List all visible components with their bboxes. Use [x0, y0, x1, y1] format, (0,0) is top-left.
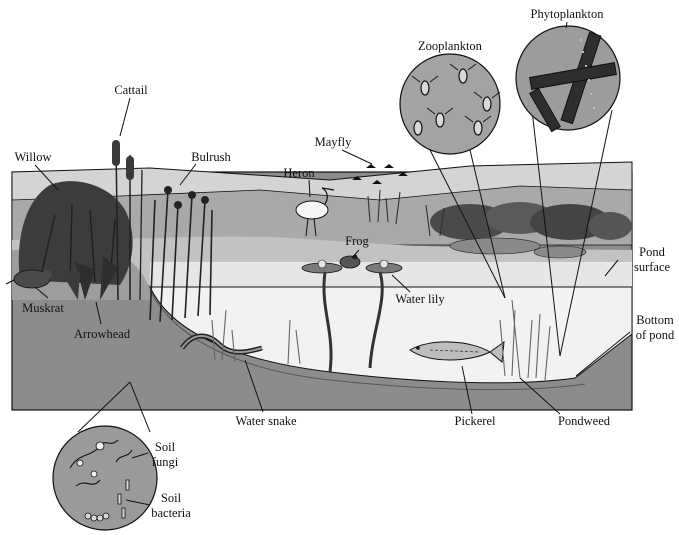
label-bulrush: Bulrush	[191, 150, 231, 164]
label-pondweed: Pondweed	[558, 414, 611, 428]
label-soil-fungi-line1: Soil	[155, 440, 176, 454]
label-bottom-of-pond-line1: Bottom	[636, 313, 674, 327]
label-water-snake: Water snake	[235, 414, 297, 428]
label-pond-surface-line1: Pond	[639, 245, 665, 259]
label-heron: Heron	[283, 166, 315, 180]
label-frog: Frog	[345, 234, 369, 248]
label-soil-bacteria-line2: bacteria	[151, 506, 191, 520]
label-phytoplankton: Phytoplankton	[531, 7, 605, 21]
label-pond-surface-line2: surface	[634, 260, 671, 274]
label-mayfly: Mayfly	[315, 135, 353, 149]
label-soil-fungi-line2: fungi	[152, 455, 179, 469]
label-pickerel: Pickerel	[455, 414, 496, 428]
label-cattail: Cattail	[114, 83, 148, 97]
label-muskrat: Muskrat	[22, 301, 64, 315]
label-zooplankton: Zooplankton	[418, 39, 483, 53]
label-arrowhead: Arrowhead	[74, 327, 131, 341]
label-water-lily: Water lily	[395, 292, 445, 306]
label-soil-bacteria-line1: Soil	[161, 491, 182, 505]
label-willow: Willow	[15, 150, 52, 164]
label-bottom-of-pond-line2: of pond	[636, 328, 675, 342]
